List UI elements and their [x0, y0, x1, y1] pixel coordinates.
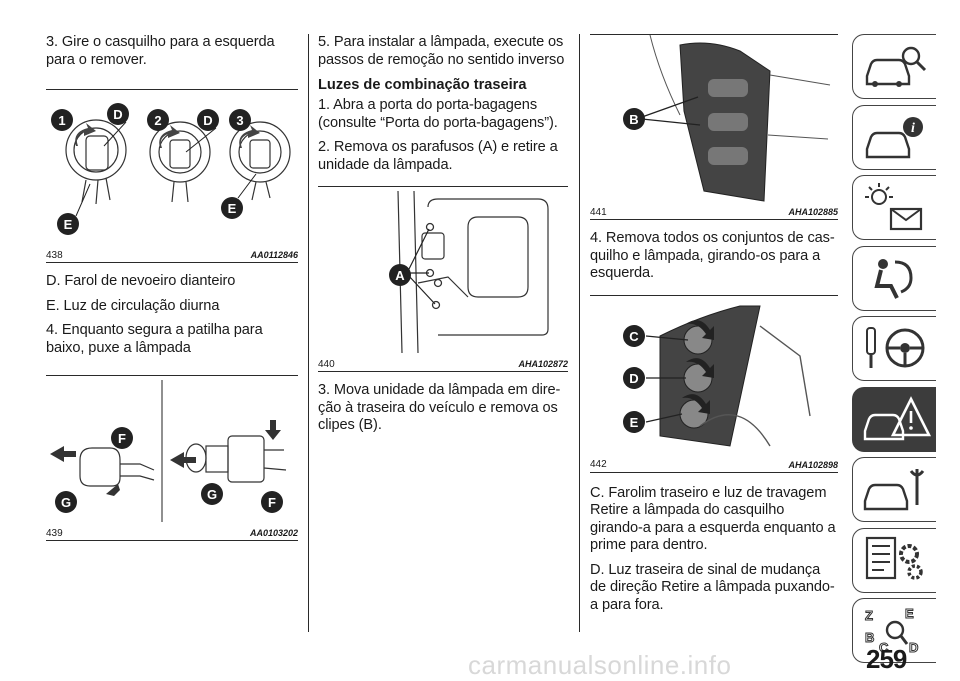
- page-number: 259: [866, 644, 907, 674]
- tab-key-steering[interactable]: [852, 316, 936, 381]
- step-3b-text: 3. Mova unidade da lâmpada em dire-ção à…: [318, 382, 561, 433]
- fig438-label-1: 1: [58, 113, 65, 128]
- car-service-icon: [863, 469, 925, 511]
- column-divider: [308, 34, 309, 632]
- figure-number: 442: [590, 459, 607, 470]
- watermark: carmanualsonline.info: [468, 650, 732, 680]
- figure-number: 438: [46, 249, 63, 261]
- step-4b-text: 4. Remova todos os conjuntos de cas-quil…: [590, 230, 835, 281]
- fig438-label-3: 3: [236, 113, 243, 128]
- bulb-removal-illustration: F G G F: [50, 380, 287, 522]
- chapter-tabs: i: [852, 34, 936, 669]
- figure-440-caption: 440 AHA102872: [318, 357, 568, 371]
- step-3-text: 3. Gire o casquilho para a esquerda para…: [46, 34, 275, 68]
- figure-code: AA0103202: [249, 528, 298, 538]
- figure-441-caption: 441 AHA102885: [590, 205, 838, 219]
- svg-text:B: B: [865, 630, 874, 645]
- figure-code: AA0112846: [250, 250, 298, 260]
- tab-car-service[interactable]: [852, 457, 936, 522]
- fig442-label-e: E: [630, 415, 639, 430]
- figure-code: AHA102872: [518, 359, 568, 369]
- step-5-text: 5. Para instalar a lâmpada, execute os p…: [318, 34, 565, 68]
- tab-car-info[interactable]: i: [852, 104, 936, 170]
- fig439-label-g1: G: [61, 495, 71, 510]
- fig438-label-e1: E: [64, 217, 73, 232]
- tab-alphabetic-index[interactable]: Z E B D C: [852, 598, 936, 663]
- svg-text:Z: Z: [865, 608, 873, 623]
- fig439-label-f1: F: [118, 431, 126, 446]
- tab-settings-list[interactable]: [852, 527, 936, 593]
- section-heading: Luzes de combinação traseira: [318, 77, 527, 93]
- tab-car-warning[interactable]: [852, 386, 936, 452]
- fig438-label-d1: D: [113, 107, 122, 122]
- key-steering-icon: [866, 327, 925, 368]
- figure-442-caption: 442 AHA102898: [590, 458, 838, 472]
- tab-lights-message[interactable]: [852, 175, 936, 240]
- figure-439-caption: 439 AA0103202: [46, 526, 298, 540]
- svg-text:i: i: [911, 121, 915, 136]
- fig438-label-d2: D: [203, 113, 212, 128]
- fog-lamp-illustration: 1 D 2 D 3 E E: [51, 103, 291, 235]
- figure-438: 1 D 2 D 3 E E 438 AA0112846: [46, 89, 298, 263]
- svg-text:E: E: [905, 606, 914, 621]
- settings-list-icon: [865, 536, 923, 580]
- column-3: B 441 AHA102885 4. Remova todos os conju…: [590, 0, 838, 621]
- svg-text:C: C: [879, 640, 889, 655]
- step-1-text: 1. Abra a porta do porta-bagagens (consu…: [318, 97, 558, 131]
- tail-lamp-clips-illustration: B: [623, 35, 831, 202]
- step-2-text: 2. Remova os parafusos (A) e retire a un…: [318, 139, 558, 173]
- column-2: 5. Para instalar a lâmpada, execute os p…: [318, 0, 568, 442]
- figure-441: B 441 AHA102885: [590, 34, 838, 220]
- legend-d2-text: D. Luz traseira de sinal de mudança de d…: [590, 561, 835, 613]
- figure-438-caption: 438 AA0112846: [46, 248, 298, 262]
- car-info-icon: i: [865, 116, 923, 158]
- figure-code: AHA102885: [788, 207, 838, 217]
- lights-message-icon: [865, 183, 923, 231]
- fig442-label-c: C: [629, 329, 639, 344]
- svg-text:D: D: [909, 640, 918, 655]
- fig440-label-a: A: [395, 268, 405, 283]
- fig442-label-d: D: [629, 371, 638, 386]
- figure-440: A 440 AHA102872: [318, 186, 568, 372]
- car-warning-icon: [863, 395, 931, 440]
- legend-c-text: C. Farolim traseiro e luz de travagem Re…: [590, 484, 836, 554]
- bulb-sockets-illustration: C D E: [623, 305, 811, 447]
- fig438-label-2: 2: [154, 113, 161, 128]
- figure-number: 439: [46, 527, 63, 539]
- fig441-label-b: B: [629, 112, 638, 127]
- figure-number: 441: [590, 206, 607, 218]
- car-search-icon: [865, 46, 927, 87]
- airbag-seat-icon: [874, 258, 913, 299]
- legend-d-text: D. Farol de nevoeiro dianteiro: [46, 273, 236, 289]
- tailgate-screws-illustration: A: [389, 190, 549, 354]
- tab-airbag-seat[interactable]: [852, 245, 936, 311]
- figure-439: F G G F 439 AA0103202: [46, 375, 298, 541]
- alphabetic-index-icon: Z E B D C: [865, 606, 919, 656]
- column-divider: [579, 34, 580, 632]
- figure-442: C D E 442 AHA102898: [590, 294, 838, 473]
- figure-code: AHA102898: [788, 459, 838, 470]
- tab-car-search[interactable]: [852, 34, 936, 99]
- fig439-label-g2: G: [207, 487, 217, 502]
- column-1: 3. Gire o casquilho para a esquerda para…: [46, 0, 298, 551]
- fig438-label-e2: E: [228, 201, 237, 216]
- fig439-label-f2: F: [268, 495, 276, 510]
- legend-e-text: E. Luz de circulação diurna: [46, 297, 220, 314]
- step-4-text: 4. Enquanto segura a patilha para baixo,…: [46, 322, 263, 356]
- figure-number: 440: [318, 358, 335, 370]
